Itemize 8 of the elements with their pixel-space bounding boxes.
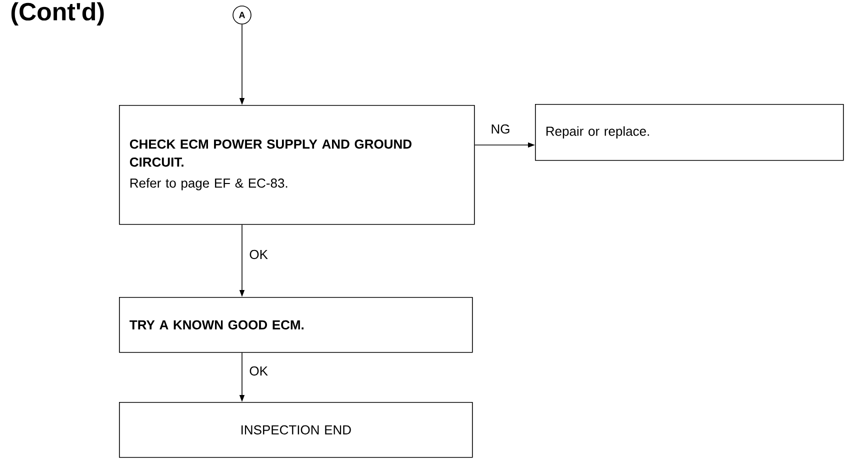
edge-label: OK <box>248 248 269 260</box>
edge-label: NG <box>490 123 512 135</box>
process-box: CHECK ECM POWER SUPPLY AND GROUND CIRCUIT. Refer to page EF & EC-83. <box>119 105 475 225</box>
process-box: INSPECTION END <box>119 402 473 458</box>
process-box: Repair or replace. <box>535 104 844 161</box>
process-box: TRY A KNOWN GOOD ECM. <box>119 297 473 353</box>
title: (Cont'd) <box>11 2 104 26</box>
edge-label: OK <box>248 365 269 377</box>
